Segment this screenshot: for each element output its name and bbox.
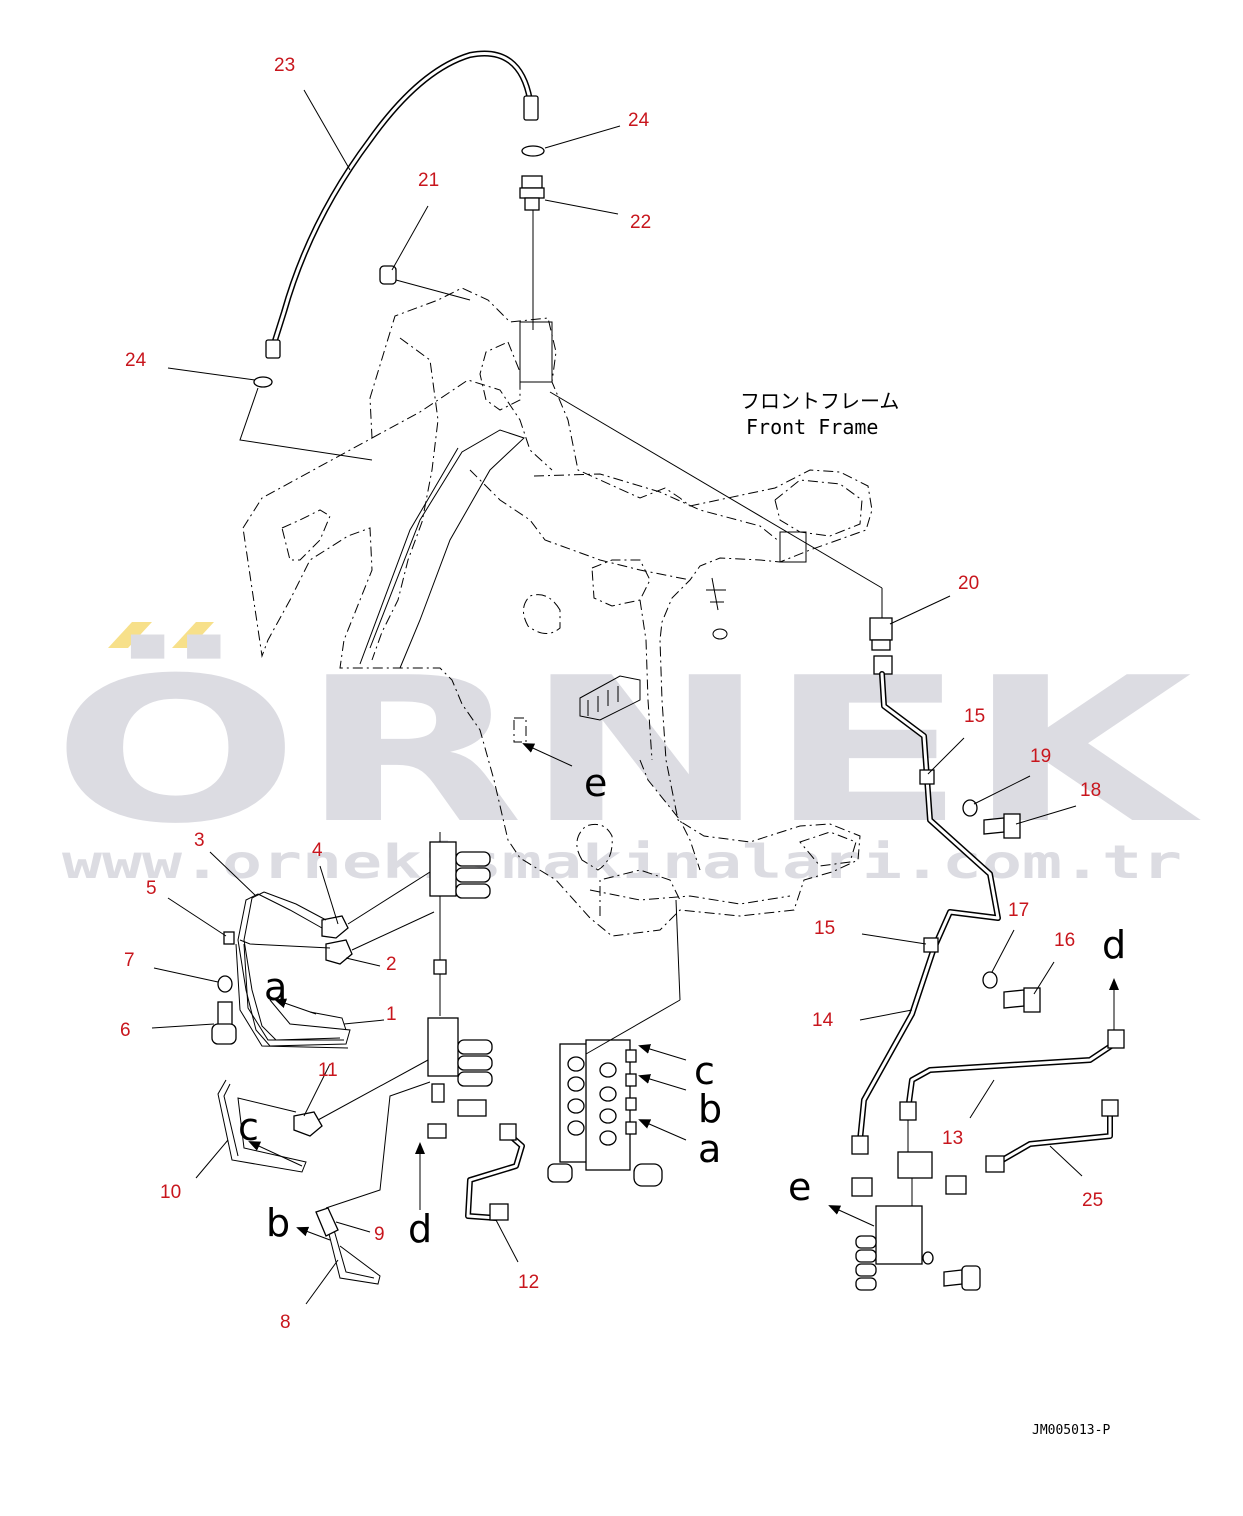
ref-letter-b-right: b: [698, 1087, 722, 1131]
elbow-20: [869, 588, 893, 651]
callout-18: 18: [1080, 780, 1101, 801]
callout-15-bottom: 15: [814, 918, 835, 939]
clip-5: [223, 931, 235, 945]
right-tee-block: [851, 1120, 967, 1210]
callout-2: 2: [386, 954, 397, 975]
upper-distributor: [429, 832, 491, 899]
flow-arrows: [248, 743, 1119, 1241]
pipe-1: [235, 943, 349, 1049]
callout-9: 9: [374, 1224, 385, 1245]
ref-letter-b-left: b: [266, 1201, 290, 1245]
document-code: JM005013-P: [1032, 1423, 1110, 1438]
washer-7: [217, 975, 233, 993]
bolt-16: [1003, 987, 1041, 1013]
elbow-9: [315, 1207, 339, 1237]
washer-19: [962, 799, 978, 817]
callout-7: 7: [124, 950, 135, 971]
o-ring-24-top: [521, 145, 545, 157]
ref-letter-c-right: c: [694, 1049, 715, 1093]
callout-8: 8: [280, 1312, 291, 1333]
adapter-22: [519, 175, 545, 211]
callout-10: 10: [160, 1182, 181, 1203]
callout-23: 23: [274, 55, 295, 76]
pipe-25: [985, 1099, 1119, 1173]
pipe-13: [899, 1029, 1125, 1121]
ref-letter-c-left: c: [238, 1105, 259, 1149]
pipe-upper-right: [857, 655, 1001, 1143]
callout-12: 12: [518, 1272, 539, 1293]
ref-letter-a-left: a: [264, 965, 287, 1009]
callout-14: 14: [812, 1010, 834, 1031]
right-distributor: [855, 1205, 981, 1291]
bolt-6: [211, 1001, 237, 1045]
watermark-accent-left: [108, 622, 152, 648]
frame-label-english: Front Frame: [746, 415, 878, 439]
callout-19: 19: [1030, 746, 1051, 767]
callout-21: 21: [418, 170, 439, 191]
leader-lines: [151, 89, 1083, 1305]
callout-16: 16: [1054, 930, 1075, 951]
elbow-2: [325, 939, 353, 965]
main-distributor: [547, 1039, 663, 1187]
o-ring-24-left: [253, 376, 273, 388]
callout-6: 6: [120, 1020, 131, 1041]
callout-25: 25: [1082, 1190, 1103, 1211]
callout-24-top: 24: [628, 110, 650, 131]
bolt-18: [983, 813, 1021, 839]
elbow-11: [293, 1111, 323, 1137]
callout-20: 20: [958, 573, 979, 594]
callout-3: 3: [194, 830, 205, 851]
ref-letter-e-center: e: [584, 761, 607, 805]
pipe-8: [327, 1229, 381, 1285]
tee-fitting: [427, 1083, 487, 1139]
reference-letters: e a c b d c b a e d: [238, 761, 1126, 1251]
callout-15-top: 15: [964, 706, 985, 727]
pipe-12: [465, 1123, 525, 1221]
callout-22: 22: [630, 212, 651, 233]
callout-4: 4: [312, 840, 323, 861]
callout-5: 5: [146, 878, 157, 899]
pipe-10: [217, 1079, 307, 1173]
center-connector: [433, 959, 447, 975]
ref-letter-d-center: d: [408, 1207, 432, 1251]
front-frame: [242, 287, 873, 937]
washer-17: [982, 971, 998, 989]
watermark-accent-right: [172, 622, 214, 648]
ref-letter-e-right: e: [788, 1165, 811, 1209]
ref-letter-a-right: a: [698, 1127, 721, 1171]
elbow-4: [321, 915, 349, 939]
frame-label-japanese: フロントフレーム: [740, 389, 899, 413]
hose-23: [265, 50, 539, 359]
ref-letter-d-right: d: [1102, 923, 1126, 967]
callout-11: 11: [318, 1060, 338, 1081]
watermark-url: www.ornekismakinalari.com.tr: [62, 835, 1182, 889]
callout-1: 1: [386, 1004, 397, 1025]
callout-numbers: 23 24 21 22 24 20 15 19 18 3 4 5 2 7 1 6…: [120, 55, 1103, 1333]
callout-17: 17: [1008, 900, 1029, 921]
watermark: ÖRNEK www.ornekismakinalari.com.tr: [52, 622, 1202, 889]
callout-13: 13: [942, 1128, 963, 1149]
cap-21: [379, 265, 397, 285]
lower-distributor: [427, 1017, 493, 1087]
pipe-3: [237, 891, 351, 1047]
callout-24-left: 24: [125, 350, 147, 371]
